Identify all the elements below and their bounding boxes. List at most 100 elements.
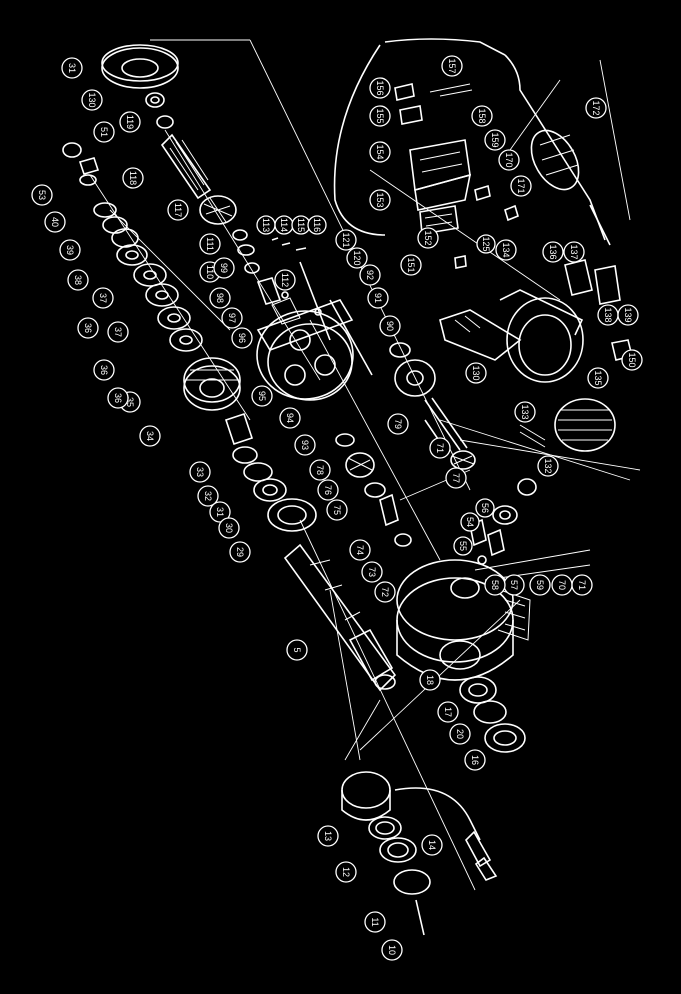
- svg-text:99: 99: [219, 263, 229, 273]
- callout-97: 97: [221, 307, 243, 329]
- svg-text:113: 113: [261, 218, 271, 232]
- callout-58: 58: [484, 574, 506, 596]
- svg-text:33: 33: [195, 467, 205, 477]
- callout-159: 159: [484, 129, 506, 151]
- callout-18: 18: [419, 669, 441, 691]
- callout-72: 72: [374, 581, 396, 603]
- callout-139: 139: [617, 304, 639, 326]
- svg-text:135: 135: [593, 370, 603, 385]
- svg-text:75: 75: [332, 505, 342, 515]
- svg-text:93: 93: [300, 440, 310, 450]
- svg-text:39: 39: [65, 245, 75, 255]
- svg-text:134: 134: [501, 242, 511, 257]
- callout-76: 76: [317, 479, 339, 501]
- part-gearbox-housing: [396, 559, 531, 681]
- svg-text:53: 53: [37, 190, 47, 200]
- svg-text:38: 38: [73, 275, 83, 285]
- callout-154: 154: [369, 141, 391, 163]
- svg-text:5: 5: [292, 647, 302, 652]
- svg-text:36: 36: [99, 365, 109, 375]
- part-motor-assembly: [333, 38, 611, 269]
- callout-121: 121: [335, 229, 357, 251]
- svg-text:74: 74: [355, 545, 365, 555]
- callout-99: 99: [213, 257, 235, 279]
- callout-39: 39: [59, 239, 81, 261]
- callout-34: 34: [139, 425, 161, 447]
- svg-text:37: 37: [113, 327, 123, 337]
- callout-14: 14: [421, 834, 443, 856]
- callout-17: 17: [437, 701, 459, 723]
- svg-text:57: 57: [509, 580, 519, 590]
- callout-30: 30: [218, 517, 240, 539]
- callout-73: 73: [361, 561, 383, 583]
- svg-text:36: 36: [83, 323, 93, 333]
- callout-112: 112: [274, 269, 296, 291]
- callout-156: 156: [369, 77, 391, 99]
- svg-text:14: 14: [427, 840, 437, 850]
- svg-text:92: 92: [365, 270, 375, 280]
- svg-text:29: 29: [235, 547, 245, 557]
- svg-text:125: 125: [481, 236, 491, 251]
- svg-text:121: 121: [341, 232, 351, 247]
- svg-text:73: 73: [367, 567, 377, 577]
- svg-text:36: 36: [113, 393, 123, 403]
- callout-55: 55: [453, 536, 473, 556]
- svg-text:96: 96: [237, 333, 247, 343]
- svg-text:136: 136: [548, 244, 558, 259]
- callout-134: 134: [495, 239, 517, 261]
- svg-text:115: 115: [296, 218, 306, 232]
- callout-133: 133: [514, 401, 536, 423]
- part-armature: [156, 115, 237, 225]
- callout-79: 79: [387, 413, 409, 435]
- svg-text:11: 11: [370, 917, 380, 926]
- callout-32: 32: [197, 485, 219, 507]
- callout-119: 119: [119, 111, 141, 133]
- svg-text:130: 130: [87, 92, 97, 107]
- svg-text:95: 95: [257, 391, 267, 401]
- svg-text:133: 133: [520, 404, 530, 419]
- callout-53: 53: [31, 184, 53, 206]
- svg-text:157: 157: [447, 58, 457, 73]
- callout-92: 92: [359, 264, 381, 286]
- callout-150: 150: [621, 349, 643, 371]
- svg-text:130: 130: [471, 365, 481, 380]
- callout-111: 111: [199, 233, 221, 255]
- part-small-bearing: [145, 92, 165, 108]
- part-gear-housing: [256, 297, 354, 401]
- svg-text:119: 119: [125, 115, 135, 129]
- svg-text:154: 154: [375, 144, 385, 159]
- svg-text:114: 114: [279, 218, 289, 232]
- svg-text:77: 77: [451, 473, 461, 483]
- callout-56: 56: [475, 498, 495, 518]
- callout-71: 71: [571, 574, 593, 596]
- callout-54: 54: [460, 512, 480, 532]
- callout-171: 171: [510, 175, 532, 197]
- part-top-flange: [101, 44, 179, 89]
- part-small-pins: [232, 229, 373, 376]
- svg-text:79: 79: [393, 419, 403, 429]
- callout-37b: 37: [107, 321, 129, 343]
- svg-text:159: 159: [490, 132, 500, 147]
- callout-71b: 71: [429, 437, 451, 459]
- callout-16: 16: [464, 749, 486, 771]
- svg-text:137: 137: [569, 244, 579, 259]
- svg-text:155: 155: [375, 108, 385, 123]
- callout-114: 114: [274, 215, 294, 235]
- svg-text:172: 172: [591, 100, 601, 115]
- part-stator: [439, 259, 633, 452]
- svg-text:35: 35: [125, 397, 135, 407]
- svg-text:138: 138: [603, 307, 613, 322]
- svg-text:120: 120: [352, 250, 362, 265]
- callout-153: 153: [369, 189, 391, 211]
- svg-text:51: 51: [99, 127, 109, 137]
- part-center-gears: [335, 342, 476, 547]
- callout-74: 74: [349, 539, 371, 561]
- callout-12: 12: [335, 861, 357, 883]
- callout-38: 38: [67, 269, 89, 291]
- svg-text:58: 58: [490, 580, 500, 590]
- callout-59: 59: [529, 574, 551, 596]
- svg-text:152: 152: [423, 230, 433, 245]
- callout-90: 90: [379, 315, 401, 337]
- svg-text:153: 153: [375, 192, 385, 207]
- svg-text:70: 70: [557, 580, 567, 590]
